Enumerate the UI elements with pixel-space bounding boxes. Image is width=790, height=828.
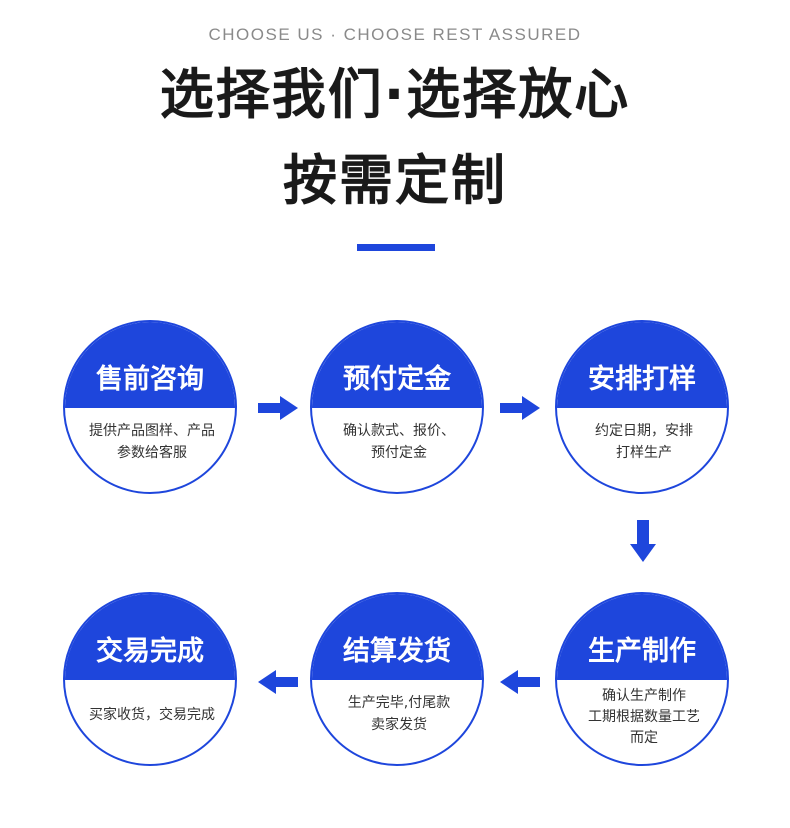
header-title-line1: 选择我们·选择放心 <box>159 63 631 126</box>
step-desc-line: 卖家发货 <box>371 717 427 733</box>
step-title: 安排打样 <box>588 364 696 395</box>
step-title: 预付定金 <box>343 364 451 395</box>
arrow-right-icon <box>500 396 540 420</box>
step-header: 预付定金 <box>312 322 482 408</box>
step-title: 售前咨询 <box>96 364 204 395</box>
arrow-left-icon <box>500 670 540 694</box>
step-description: 约定日期，安排 打样生产 <box>567 420 721 464</box>
step-desc-line: 买家收货，交易完成 <box>89 707 215 723</box>
step-description: 提供产品图样、产品 参数给客服 <box>75 420 229 464</box>
step-description: 确认生产制作 工期根据数量工艺 而定 <box>567 686 721 749</box>
step-header: 售前咨询 <box>65 322 235 408</box>
step-desc-line: 而定 <box>630 730 658 746</box>
step-presale-consult: 售前咨询 提供产品图样、产品 参数给客服 <box>63 320 237 494</box>
step-desc-line: 参数给客服 <box>117 445 187 461</box>
step-title: 交易完成 <box>96 636 204 667</box>
step-description: 买家收货，交易完成 <box>75 704 229 726</box>
step-deposit: 预付定金 确认款式、报价、 预付定金 <box>310 320 484 494</box>
step-production: 生产制作 确认生产制作 工期根据数量工艺 而定 <box>555 592 729 766</box>
step-desc-line: 确认款式、报价、 <box>343 423 455 439</box>
step-sampling: 安排打样 约定日期，安排 打样生产 <box>555 320 729 494</box>
step-desc-line: 预付定金 <box>371 445 427 461</box>
step-desc-line: 生产完毕,付尾款 <box>347 695 451 711</box>
arrow-down-icon <box>630 520 656 562</box>
step-desc-line: 确认生产制作 <box>602 688 686 704</box>
step-title: 生产制作 <box>588 636 696 667</box>
arrow-left-icon <box>258 670 298 694</box>
step-title: 结算发货 <box>343 636 451 667</box>
step-description: 确认款式、报价、 预付定金 <box>322 420 476 464</box>
step-desc-line: 工期根据数量工艺 <box>588 709 700 725</box>
step-desc-line: 提供产品图样、产品 <box>89 423 215 439</box>
step-transaction-complete: 交易完成 买家收货，交易完成 <box>63 592 237 766</box>
step-header: 生产制作 <box>557 594 727 680</box>
step-header: 安排打样 <box>557 322 727 408</box>
step-desc-line: 约定日期，安排 <box>595 423 693 439</box>
arrow-right-icon <box>258 396 298 420</box>
step-description: 生产完毕,付尾款 卖家发货 <box>322 692 476 736</box>
header-subtitle: CHOOSE US · CHOOSE REST ASSURED <box>208 25 582 44</box>
title-underline <box>357 244 435 251</box>
step-settle-ship: 结算发货 生产完毕,付尾款 卖家发货 <box>310 592 484 766</box>
step-header: 交易完成 <box>65 594 235 680</box>
step-header: 结算发货 <box>312 594 482 680</box>
step-desc-line: 打样生产 <box>616 445 672 461</box>
header-title-line2: 按需定制 <box>283 149 507 212</box>
